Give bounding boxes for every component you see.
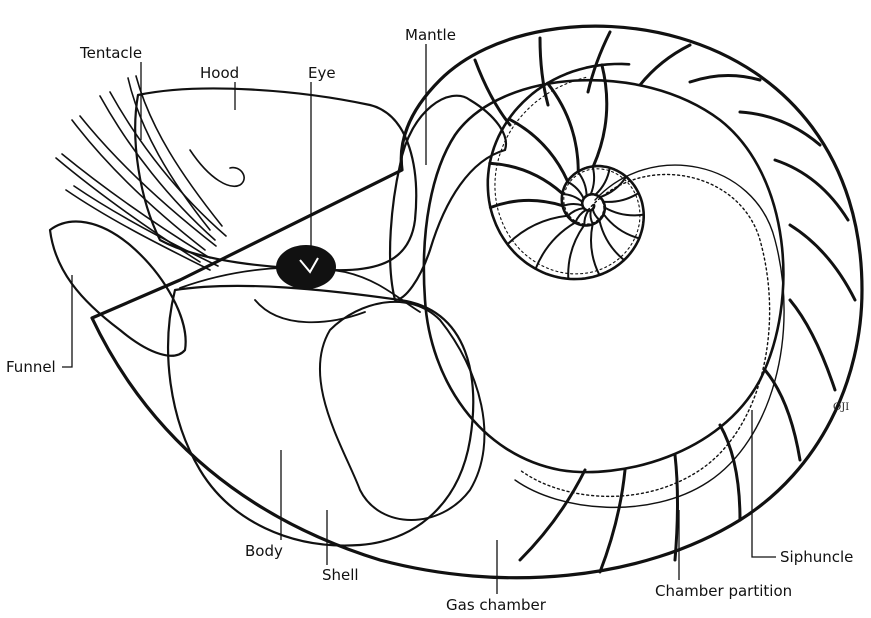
chamber-partition-line	[562, 194, 582, 202]
label-chamber-partition: Chamber partition	[655, 582, 792, 600]
chamber-partition-line	[593, 209, 600, 220]
shell-outer-whorl	[92, 26, 862, 578]
eye	[276, 245, 336, 289]
outer-chamber-partition	[690, 75, 760, 82]
tentacles	[56, 76, 244, 270]
chamber-partition-line	[600, 177, 626, 198]
outer-chamber-partition	[475, 60, 510, 125]
chamber-partition-line	[605, 208, 644, 216]
outer-chamber-partition	[600, 470, 625, 572]
outer-chamber-partition	[540, 38, 548, 105]
chamber-partition-line	[595, 168, 609, 195]
chamber-partition-line	[591, 224, 599, 275]
outer-chamber-partition	[765, 370, 800, 460]
outer-chamber-partition	[740, 112, 820, 145]
artist-signature: OJI	[833, 402, 849, 413]
body-inner-pocket	[320, 302, 485, 520]
chamber-partition-line	[548, 83, 579, 171]
chamber-partition-line	[509, 119, 568, 181]
chamber-partition-line	[604, 214, 640, 238]
label-body: Body	[245, 542, 283, 560]
label-funnel: Funnel	[6, 358, 56, 376]
outer-chamber-partition	[790, 300, 835, 390]
spiral-siphuncle-band	[495, 77, 640, 274]
chamber-partition-line	[490, 200, 562, 207]
label-tentacle: Tentacle	[79, 44, 142, 62]
outer-chamber-partition	[720, 425, 740, 520]
animal-body-group	[50, 88, 506, 545]
shell-group	[92, 26, 862, 578]
label-siphuncle: Siphuncle	[780, 548, 853, 566]
chamber-partition-line	[590, 210, 592, 224]
labels: Tentacle Hood Eye Mantle Funnel Body She…	[6, 26, 853, 614]
chamber-partition-line	[599, 220, 624, 260]
label-mantle: Mantle	[405, 26, 456, 44]
outer-chamber-partition	[640, 45, 690, 85]
chamber-partition-line	[568, 225, 584, 278]
chamber-partition-line	[508, 216, 568, 245]
outer-chamber-partition	[675, 455, 678, 560]
spiral-wall	[488, 64, 644, 279]
chamber-partition-line	[563, 204, 583, 206]
outer-chamber-partition	[790, 225, 855, 300]
chamber-partition-line	[584, 211, 588, 226]
outer-chamber-partition	[520, 470, 585, 560]
chamber-partition-line	[591, 166, 594, 194]
label-shell: Shell	[322, 566, 359, 584]
label-gas-chamber: Gas chamber	[446, 596, 547, 614]
spiral-chambers	[475, 32, 855, 572]
label-eye: Eye	[308, 64, 336, 82]
chamber-partition-line	[490, 163, 563, 193]
siphuncle-tube	[515, 165, 784, 507]
label-hood: Hood	[200, 64, 239, 82]
hood	[135, 88, 416, 270]
